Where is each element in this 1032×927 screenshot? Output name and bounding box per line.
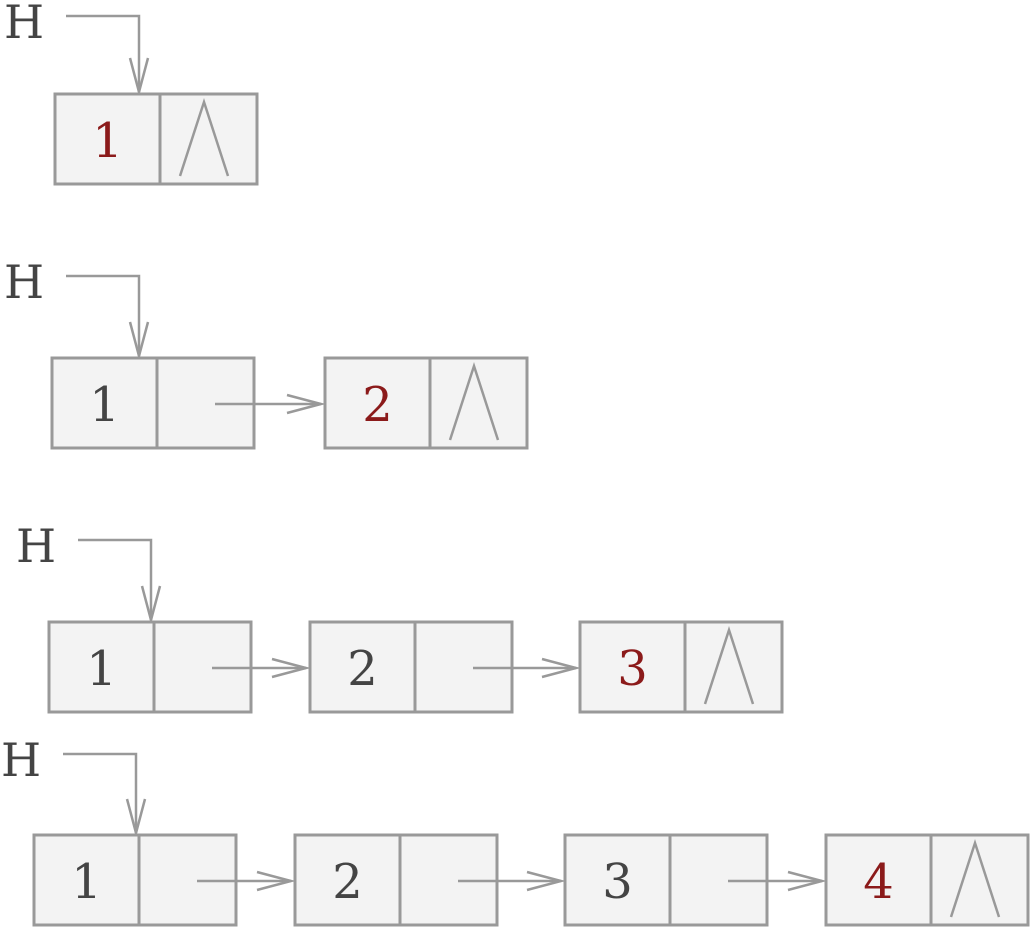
list-node: 1 bbox=[32, 833, 296, 927]
list-row: H 1 2 3 4 bbox=[1, 733, 1030, 927]
node-value: 2 bbox=[362, 377, 393, 433]
list-node: 1 bbox=[53, 92, 259, 186]
null-pointer-icon bbox=[178, 97, 230, 177]
node-value: 3 bbox=[617, 641, 648, 697]
node-value: 1 bbox=[89, 377, 120, 433]
list-node: 2 bbox=[308, 620, 581, 714]
arrow-right-icon bbox=[286, 393, 326, 415]
node-box bbox=[323, 356, 529, 450]
null-pointer-icon bbox=[949, 838, 1001, 918]
node-value: 2 bbox=[332, 854, 363, 910]
arrow-down-icon bbox=[125, 798, 147, 838]
arrow-right-icon bbox=[526, 870, 566, 892]
list-node: 4 bbox=[824, 833, 1030, 927]
list-node: 3 bbox=[563, 833, 827, 927]
node-value: 1 bbox=[86, 641, 117, 697]
head-pointer bbox=[66, 14, 141, 92]
list-node: 3 bbox=[578, 620, 784, 714]
list-row: H 1 2 3 bbox=[16, 519, 784, 714]
list-row: H 1 2 bbox=[4, 255, 529, 450]
list-row: H1 bbox=[4, 0, 259, 186]
node-value: 2 bbox=[347, 641, 378, 697]
arrow-right-icon bbox=[787, 870, 827, 892]
head-pointer bbox=[78, 538, 153, 620]
list-node: 2 bbox=[293, 833, 566, 927]
head-pointer bbox=[63, 752, 138, 833]
null-pointer-icon bbox=[448, 361, 500, 441]
node-box bbox=[53, 92, 259, 186]
arrow-right-icon bbox=[271, 657, 311, 679]
list-node: 2 bbox=[323, 356, 529, 450]
node-value: 1 bbox=[71, 854, 102, 910]
head-label: H bbox=[16, 519, 56, 573]
arrow-down-icon bbox=[128, 57, 150, 97]
head-label: H bbox=[4, 255, 44, 309]
list-node: 1 bbox=[50, 356, 326, 450]
node-box bbox=[578, 620, 784, 714]
list-node: 1 bbox=[47, 620, 311, 714]
head-label: H bbox=[1, 733, 41, 787]
arrow-down-icon bbox=[140, 585, 162, 625]
head-pointer bbox=[66, 274, 141, 356]
arrow-right-icon bbox=[541, 657, 581, 679]
arrow-down-icon bbox=[128, 321, 150, 361]
null-pointer-icon bbox=[703, 625, 755, 705]
node-box bbox=[824, 833, 1030, 927]
head-label: H bbox=[4, 0, 44, 49]
node-value: 4 bbox=[863, 854, 894, 910]
arrow-right-icon bbox=[256, 870, 296, 892]
node-value: 1 bbox=[92, 113, 123, 169]
node-value: 3 bbox=[602, 854, 633, 910]
